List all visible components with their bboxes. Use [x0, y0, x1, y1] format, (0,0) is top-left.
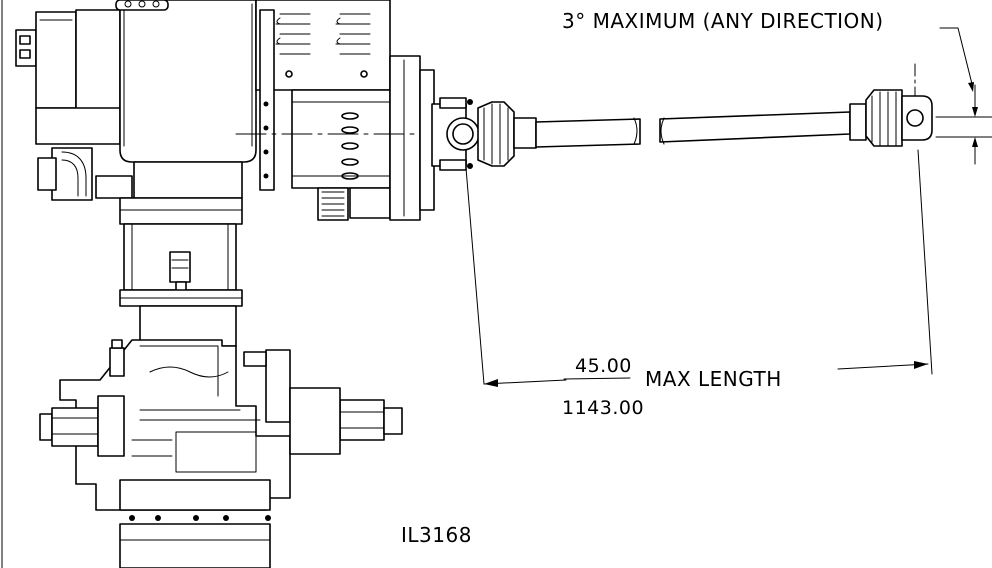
bell-housing-column: [119, 223, 243, 347]
transmission-case: [39, 339, 403, 568]
angle-dimension: [935, 27, 992, 165]
motor-housing: [255, 0, 435, 221]
length-inches-label: 45.00: [575, 355, 632, 377]
figure-id-label: IL3168: [401, 523, 472, 547]
drive-shaft: [431, 63, 933, 171]
length-mm-label: 1143.00: [562, 397, 644, 419]
max-length-label: MAX LENGTH: [645, 367, 782, 391]
gearbox-assembly: [15, 0, 257, 225]
angle-note-label: 3° MAXIMUM (ANY DIRECTION): [562, 9, 884, 33]
length-dimension: [465, 149, 933, 387]
